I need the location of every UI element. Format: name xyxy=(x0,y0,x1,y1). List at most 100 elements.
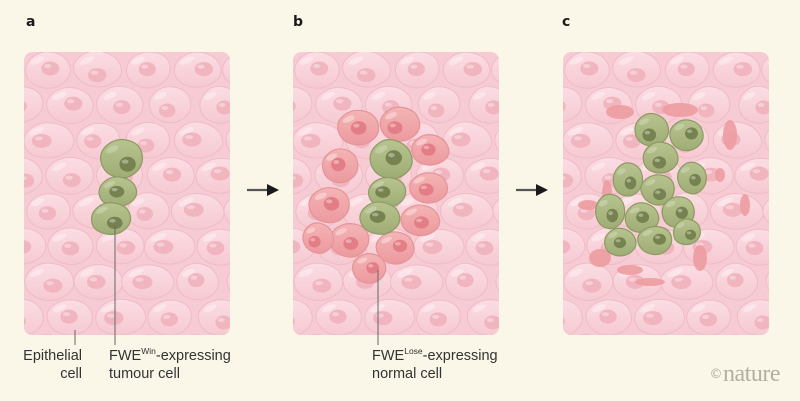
loser-cell xyxy=(302,222,335,254)
dead-cell-debris xyxy=(578,200,598,210)
epithelial-cell xyxy=(762,193,769,231)
nucleus xyxy=(733,62,753,77)
epithelial-cell xyxy=(416,299,461,335)
epithelial-cell xyxy=(687,86,731,124)
epithelial-cell xyxy=(786,299,800,336)
nucleus xyxy=(237,279,254,293)
nucleus xyxy=(427,103,445,118)
nucleus xyxy=(754,315,769,330)
nucleus xyxy=(86,274,106,289)
nucleus xyxy=(531,170,549,184)
nucleus xyxy=(24,239,32,254)
epithelial-cell xyxy=(199,85,230,124)
nucleus xyxy=(418,183,434,196)
tumour-cell xyxy=(604,227,637,257)
nucleus xyxy=(257,276,273,290)
nucleus xyxy=(689,173,701,187)
gene-name: FWE xyxy=(109,348,142,364)
nucleus xyxy=(116,240,136,255)
nucleus xyxy=(24,173,35,188)
nucleus xyxy=(653,188,667,201)
nucleus xyxy=(62,173,81,188)
epithelial-cell xyxy=(492,333,499,335)
epithelial-cell xyxy=(73,52,123,88)
nucleus xyxy=(308,235,321,248)
loser-cell xyxy=(400,204,441,237)
nucleus xyxy=(244,207,263,221)
epithelial-cell xyxy=(146,157,195,195)
epithelial-cell xyxy=(243,123,292,158)
epithelial-cell xyxy=(195,157,230,194)
nucleus xyxy=(137,138,155,153)
nucleus xyxy=(677,62,695,77)
epithelial-cell xyxy=(787,228,800,264)
nucleus xyxy=(375,186,391,198)
nucleus xyxy=(113,100,131,115)
epithelial-cell xyxy=(24,262,75,302)
epithelial-cell xyxy=(293,262,344,302)
epithelial-cell xyxy=(24,86,44,123)
nucleus xyxy=(385,150,402,166)
epithelial-cell xyxy=(517,228,561,264)
nucleus xyxy=(31,133,52,148)
nucleus xyxy=(0,65,12,79)
nucleus xyxy=(153,239,174,255)
tumour-cell xyxy=(98,176,138,208)
nucleus xyxy=(429,312,448,327)
nucleus xyxy=(0,206,3,220)
epithelial-cell xyxy=(660,264,714,300)
nucleus xyxy=(373,311,393,326)
nucleus xyxy=(779,134,797,148)
epithelial-cell xyxy=(24,122,75,159)
loser-cell xyxy=(337,109,380,146)
nucleus xyxy=(106,216,123,230)
nucleus xyxy=(533,101,551,115)
nucleus xyxy=(643,311,663,326)
nucleus xyxy=(260,314,277,328)
tumour-cell xyxy=(637,225,673,256)
nucleus xyxy=(502,62,522,76)
nucleus xyxy=(84,134,102,149)
nucleus xyxy=(293,314,295,329)
nucleus xyxy=(132,275,153,290)
epithelial-cell xyxy=(294,52,340,89)
label-lose-normal-cell: FWELose-expressing normal cell xyxy=(372,347,498,383)
epithelial-cell xyxy=(148,86,192,124)
epithelial-cell xyxy=(585,299,632,335)
nucleus xyxy=(726,273,744,288)
nucleus xyxy=(622,349,639,363)
epithelial-cell xyxy=(248,228,292,264)
epithelial-cell xyxy=(176,262,219,301)
epithelial-cell xyxy=(492,193,532,231)
epithelial-cell xyxy=(223,333,230,335)
dead-cell-debris xyxy=(606,105,634,119)
epithelial-cell xyxy=(173,52,222,88)
nucleus xyxy=(60,309,78,324)
nucleus xyxy=(606,208,619,223)
nucleus xyxy=(310,61,329,76)
epithelial-cell xyxy=(170,192,225,230)
copyright-icon: © xyxy=(709,367,723,382)
epithelial-cell xyxy=(417,86,461,124)
nucleus xyxy=(136,206,153,221)
epithelial-cell xyxy=(294,334,339,335)
epithelial-cell xyxy=(439,192,494,230)
label-line: Epithelial xyxy=(23,348,82,364)
panel-c-tissue xyxy=(563,52,800,363)
epithelial-cell xyxy=(121,264,175,300)
nucleus xyxy=(329,309,347,324)
nucleus xyxy=(772,62,792,76)
tumour-cell xyxy=(100,138,143,179)
arrow-b-to-c xyxy=(516,184,548,196)
epithelial-cell xyxy=(25,52,71,89)
tumour-cell xyxy=(640,174,675,206)
nucleus xyxy=(563,173,574,188)
nucleus xyxy=(182,132,202,147)
nucleus xyxy=(513,207,532,221)
nucleus xyxy=(210,166,230,181)
nucleus xyxy=(138,62,156,77)
nucleus xyxy=(312,278,332,293)
loser-cell xyxy=(379,106,421,142)
epithelial-cell xyxy=(712,52,761,88)
